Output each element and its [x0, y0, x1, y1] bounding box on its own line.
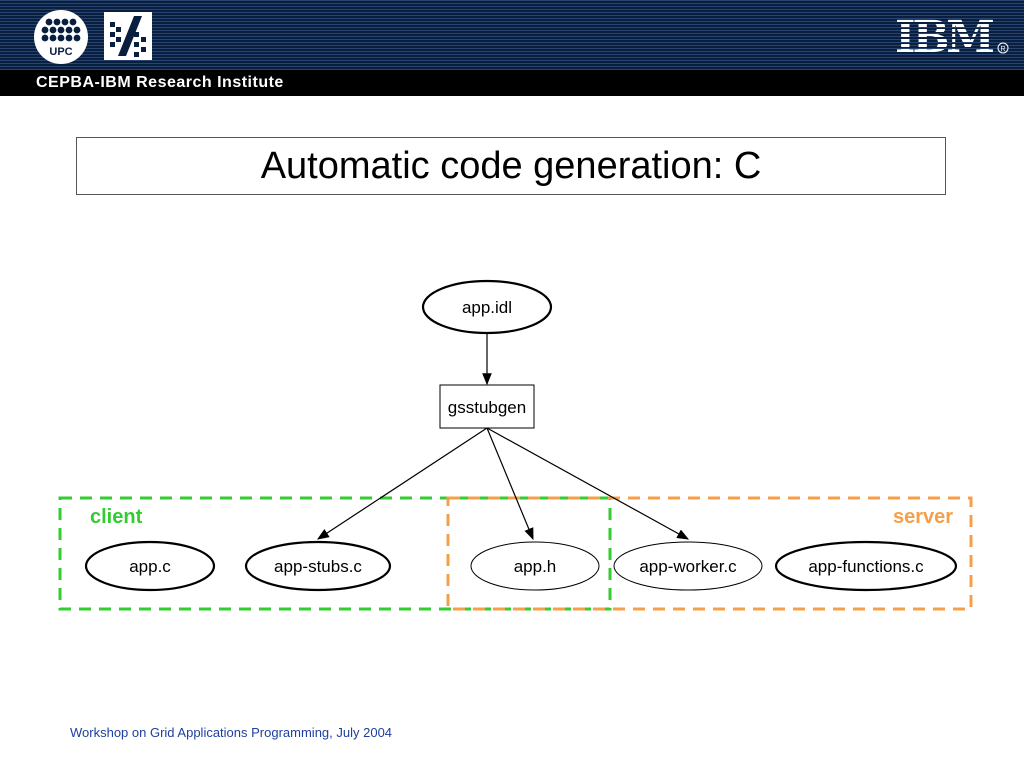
node-app-idl: app.idl — [421, 279, 553, 335]
slide-footer: Workshop on Grid Applications Programmin… — [70, 725, 393, 740]
client-group-label: client — [90, 506, 143, 528]
node-app-c-label: app.c — [129, 557, 171, 576]
header-band — [0, 0, 1024, 70]
node-app-c: app.c — [84, 540, 216, 592]
slide-header: CEPBA-IBM Research Institute UPC IBM R — [0, 0, 1024, 96]
upc-logo-icon: UPC — [34, 10, 88, 64]
institute-logo-icon — [104, 12, 152, 60]
server-group-label: server — [893, 506, 954, 528]
upc-logo-text: UPC — [49, 46, 72, 58]
node-gsstubgen: gsstubgen — [439, 384, 535, 429]
node-app-stubs-c: app-stubs.c — [244, 540, 392, 592]
node-app-worker-c: app-worker.c — [613, 541, 763, 591]
node-app-worker-c-label: app-worker.c — [639, 557, 737, 576]
node-app-h-label: app.h — [514, 557, 557, 576]
svg-text:R: R — [1000, 46, 1005, 53]
institute-name: CEPBA-IBM Research Institute — [36, 74, 284, 91]
node-app-idl-label: app.idl — [462, 298, 512, 317]
client-group-box — [58, 496, 612, 611]
title-box: Automatic code generation: C — [76, 137, 946, 195]
node-app-functions-c: app-functions.c — [774, 540, 958, 592]
edge-gen-worker — [486, 427, 690, 540]
ibm-logo-text: IBM — [895, 14, 995, 58]
ibm-logo-icon: IBM R — [895, 14, 1009, 58]
node-app-h: app.h — [470, 541, 600, 591]
header-bar — [0, 70, 1024, 96]
slide-title: Automatic code generation: C — [260, 144, 762, 187]
edge-gen-apph — [486, 427, 534, 541]
node-app-functions-c-label: app-functions.c — [808, 557, 924, 576]
server-group-box — [446, 496, 973, 611]
edge-gen-stubs — [316, 427, 488, 540]
node-app-stubs-c-label: app-stubs.c — [274, 557, 362, 576]
node-gsstubgen-label: gsstubgen — [448, 398, 526, 417]
